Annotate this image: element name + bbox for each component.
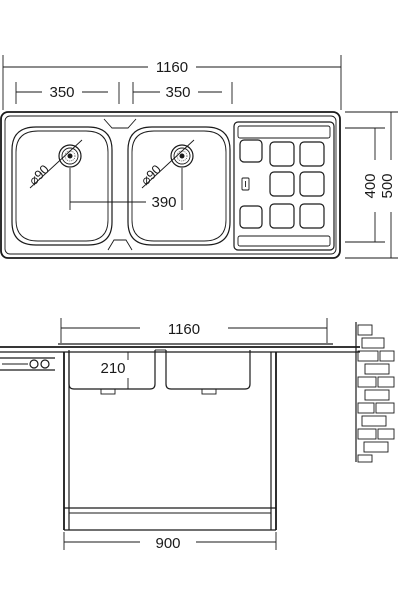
- dim-bowl-depth-label: 210: [100, 360, 125, 377]
- bowl-bridge-bottom: [107, 239, 133, 251]
- drainboard-top-strip: [237, 125, 331, 139]
- dim-drain-spacing: 390: [69, 168, 183, 211]
- dim-bowl-depth: 210: [100, 352, 129, 389]
- drainboard-bottom-strip: [237, 235, 331, 247]
- bowl-bridge-top: [103, 118, 137, 129]
- bowl-right: [127, 126, 231, 246]
- drain-right-leader: [141, 139, 195, 189]
- dim-top-bowls: 350 350: [15, 82, 233, 104]
- drain-right-label: ⌀90: [138, 162, 164, 188]
- dim-cabinet-width-label: 900: [155, 535, 180, 552]
- drain-left-label: ⌀90: [26, 162, 52, 188]
- top-view: 1160 350 350: [0, 55, 398, 259]
- brick-wall-icon: [355, 322, 395, 463]
- sink-inner-rim: [4, 115, 337, 255]
- dim-depth: 400 500: [345, 111, 398, 259]
- cabinet: [63, 352, 277, 531]
- dim-depth-inner-label: 400: [362, 173, 379, 198]
- dim-section-overall: 1160: [60, 318, 328, 343]
- bowl-left: [11, 126, 113, 246]
- dim-cabinet-width: 900: [63, 532, 277, 552]
- bowl-right-inner: [131, 130, 227, 242]
- drain-strainer-icon: [170, 144, 194, 168]
- dim-bowl-left-label: 350: [49, 84, 74, 101]
- drainboard: [233, 121, 335, 251]
- section-bowls: [68, 349, 251, 395]
- bowl-left-inner: [15, 130, 109, 242]
- dim-top-overall: 1160: [2, 55, 342, 110]
- drainboard-grid: [239, 139, 325, 229]
- side-panel-left: [0, 357, 55, 371]
- dim-top-overall-label: 1160: [156, 59, 188, 76]
- dim-bowl-right-label: 350: [165, 84, 190, 101]
- section-view: 1160 210: [0, 318, 395, 552]
- overflow-slot-icon: [241, 177, 250, 191]
- dim-depth-outer-label: 500: [379, 173, 396, 198]
- dim-section-overall-label: 1160: [168, 321, 200, 338]
- dim-drain-spacing-label: 390: [151, 194, 176, 211]
- drain-strainer-icon: [58, 144, 82, 168]
- sink-outer-rim: [0, 111, 341, 259]
- drain-left-leader: [29, 139, 83, 189]
